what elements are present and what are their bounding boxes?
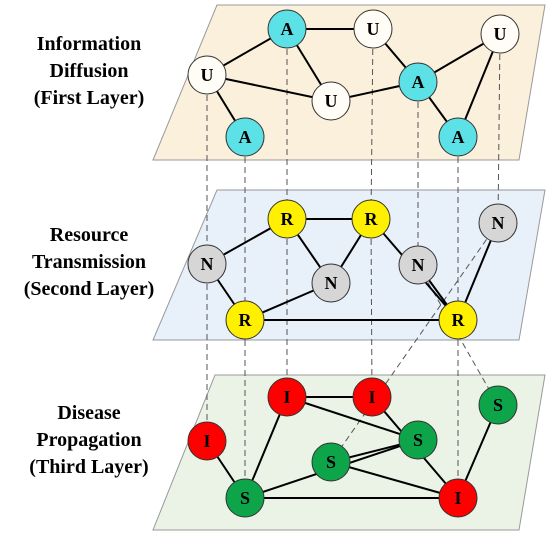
node-s4: S	[225, 478, 265, 518]
node-n4: N	[478, 203, 518, 243]
node-label: I	[283, 387, 290, 407]
node-label: N	[201, 254, 214, 274]
label-line: Information	[36, 33, 142, 55]
node-circle	[438, 478, 478, 518]
node-circle	[267, 377, 307, 417]
node-u1: U	[187, 55, 227, 95]
node-label: A	[239, 127, 252, 147]
node-label: S	[240, 488, 250, 508]
node-label: U	[325, 91, 338, 111]
label-line: (Second Layer)	[23, 278, 155, 300]
node-r2: R	[351, 199, 391, 239]
node-circle	[480, 14, 520, 54]
node-a1: A	[267, 9, 307, 49]
node-circle	[311, 263, 351, 303]
node-circle	[225, 478, 265, 518]
label-line: Resource	[49, 224, 129, 246]
node-circle	[351, 199, 391, 239]
node-circle	[398, 62, 438, 102]
layer-label-second: Resource Transmission (Second Layer)	[0, 222, 178, 303]
node-i4: I	[438, 478, 478, 518]
interlayer-link	[497, 33, 501, 224]
node-u4: U	[480, 14, 520, 54]
node-circle	[187, 244, 227, 284]
node-a2: A	[398, 62, 438, 102]
node-label: U	[367, 19, 380, 39]
label-line: Disease	[57, 402, 121, 424]
node-i2: I	[352, 377, 392, 417]
node-s1: S	[478, 385, 518, 425]
label-line: (Third Layer)	[29, 456, 149, 478]
node-a4: A	[438, 117, 478, 157]
node-label: U	[201, 65, 214, 85]
node-label: A	[452, 127, 465, 147]
node-label: N	[325, 273, 338, 293]
node-label: I	[454, 488, 461, 508]
label-line: Transmission	[31, 251, 147, 273]
label-line: (First Layer)	[33, 87, 145, 109]
node-n2: N	[311, 263, 351, 303]
node-circle	[398, 420, 438, 460]
node-circle	[187, 421, 227, 461]
node-label: N	[492, 213, 505, 233]
edge-i1-s2	[286, 396, 419, 441]
node-r3: R	[225, 300, 265, 340]
layer-label-third: Disease Propagation (Third Layer)	[0, 400, 178, 481]
node-circle	[353, 9, 393, 49]
node-u3: U	[311, 81, 351, 121]
label-line: Diffusion	[49, 60, 129, 82]
node-label: U	[494, 24, 507, 44]
node-label: A	[412, 72, 425, 92]
node-circle	[311, 442, 351, 482]
node-label: S	[493, 395, 503, 415]
node-i1: I	[267, 377, 307, 417]
node-label: N	[412, 255, 425, 275]
node-circle	[352, 377, 392, 417]
interlayer-link	[370, 28, 374, 220]
node-u2: U	[353, 9, 393, 49]
node-label: S	[326, 452, 336, 472]
node-label: I	[368, 387, 375, 407]
node-r4: R	[438, 300, 478, 340]
node-circle	[438, 117, 478, 157]
node-circle	[398, 245, 438, 285]
node-a3: A	[225, 117, 265, 157]
node-i3: I	[187, 421, 227, 461]
node-circle	[267, 9, 307, 49]
node-circle	[311, 81, 351, 121]
node-label: I	[203, 431, 210, 451]
node-circle	[225, 117, 265, 157]
node-label: S	[413, 430, 423, 450]
node-circle	[225, 300, 265, 340]
node-circle	[267, 199, 307, 239]
node-n1: N	[187, 244, 227, 284]
node-s2: S	[398, 420, 438, 460]
node-circle	[478, 385, 518, 425]
node-circle	[478, 203, 518, 243]
node-label: R	[365, 209, 379, 229]
node-label: A	[281, 19, 294, 39]
interlayer-link	[330, 222, 499, 463]
node-s3: S	[311, 442, 351, 482]
node-label: R	[452, 310, 466, 330]
layer-label-first: Information Diffusion (First Layer)	[0, 31, 178, 112]
node-r1: R	[267, 199, 307, 239]
node-circle	[187, 55, 227, 95]
edge-u1-u3	[206, 74, 332, 102]
node-label: R	[281, 209, 295, 229]
node-label: R	[239, 310, 253, 330]
label-line: Propagation	[36, 429, 142, 451]
edge-s3-i4	[330, 461, 459, 499]
node-circle	[438, 300, 478, 340]
node-n3: N	[398, 245, 438, 285]
